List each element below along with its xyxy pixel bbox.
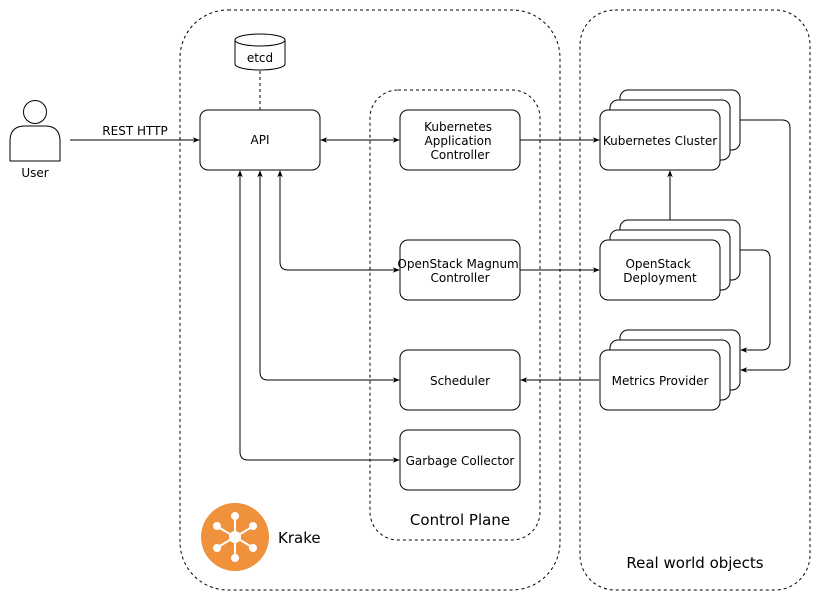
k8s-application-controller-line-2: Application bbox=[425, 134, 492, 148]
metrics-provider-stack bbox=[599, 329, 741, 411]
cluster-metrics-edge bbox=[740, 119, 791, 373]
krake-group-label: Krake bbox=[278, 529, 321, 547]
metrics-provider-node bbox=[599, 349, 721, 411]
openstack-magnum-controller-label: OpenStack Magnum Controller bbox=[397, 257, 522, 285]
k8s-cluster-label: Kubernetes Cluster bbox=[603, 134, 717, 148]
real-world-objects-group bbox=[579, 9, 811, 591]
openstack-deployment-label: OpenStack Deployment bbox=[623, 257, 697, 285]
user-icon bbox=[9, 100, 61, 162]
openstack-deployment-stack bbox=[599, 219, 741, 301]
openstack-deployment-node bbox=[599, 239, 721, 301]
metrics-provider-label: Metrics Provider bbox=[612, 374, 709, 388]
api-garbage-collector-edge bbox=[237, 170, 400, 463]
rest-http-label: REST HTTP bbox=[102, 124, 167, 138]
openstack-deployment-line-1: OpenStack bbox=[625, 257, 690, 271]
garbage-collector-node bbox=[399, 429, 521, 491]
openstack-magnum-controller-line-1: OpenStack Magnum bbox=[397, 257, 518, 271]
scheduler-node bbox=[399, 349, 521, 411]
api-magnum-controller-edge bbox=[277, 170, 400, 273]
api-node bbox=[199, 109, 321, 171]
openstack-magnum-controller-line-2: Controller bbox=[430, 271, 489, 285]
garbage-collector-label: Garbage Collector bbox=[406, 454, 515, 468]
user-label: User bbox=[21, 166, 48, 180]
openstack-deployment-line-2: Deployment bbox=[623, 271, 697, 285]
api-scheduler-edge bbox=[257, 170, 400, 383]
krake-logo-icon bbox=[201, 503, 269, 571]
database-icon bbox=[234, 33, 286, 71]
k8s-application-controller-label: Kubernetes Application Controller bbox=[424, 120, 496, 162]
deployment-metrics-edge bbox=[740, 249, 771, 353]
real-world-objects-group-label: Real world objects bbox=[626, 554, 763, 572]
api-label: API bbox=[251, 133, 270, 147]
scheduler-label: Scheduler bbox=[430, 374, 490, 388]
k8s-cluster-node bbox=[599, 109, 721, 171]
k8s-cluster-stack bbox=[599, 89, 741, 171]
k8s-application-controller-line-1: Kubernetes bbox=[424, 120, 492, 134]
etcd-label: etcd bbox=[247, 51, 273, 65]
k8s-application-controller-line-3: Controller bbox=[430, 148, 489, 162]
control-plane-group-label: Control Plane bbox=[410, 511, 510, 529]
krake-group bbox=[179, 9, 561, 591]
